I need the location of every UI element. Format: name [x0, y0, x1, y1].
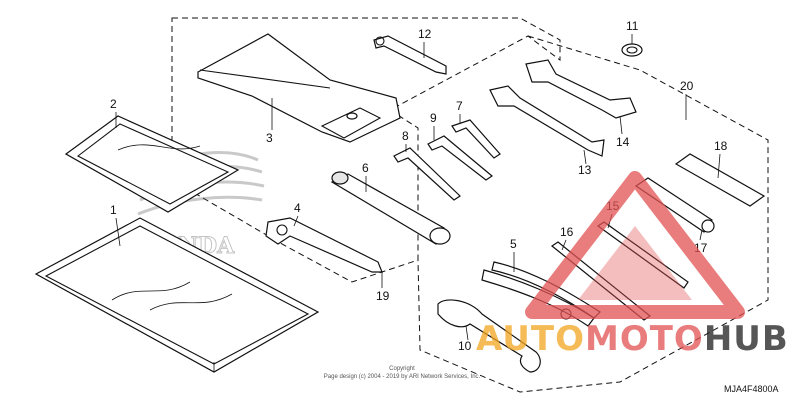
callout-3: 3 — [266, 131, 273, 145]
callout-19: 19 — [376, 289, 390, 303]
callout-12: 12 — [418, 27, 432, 41]
watermark-hub: HUB — [704, 319, 789, 359]
part-11-washer[interactable] — [621, 43, 643, 57]
callout-8: 8 — [402, 129, 409, 143]
part-3-tool-bag[interactable] — [197, 33, 401, 143]
assembly-boundary — [171, 17, 561, 283]
part-10-spanner[interactable] — [437, 299, 541, 373]
watermark-moto: MOTO — [585, 319, 704, 359]
part-7-hex-key[interactable] — [451, 119, 501, 159]
copyright-line-2: Page design (c) 2004 - 2019 by ARI Netwo… — [324, 374, 481, 380]
callout-1: 1 — [110, 203, 117, 217]
copyright-line-1: Copyright — [389, 366, 415, 372]
callout-10: 10 — [458, 339, 472, 353]
assembly-boundary-right — [417, 35, 769, 393]
part-13-wrench[interactable] — [489, 85, 605, 157]
callout-6: 6 — [362, 161, 369, 175]
part-12-wrench[interactable] — [373, 35, 447, 75]
part-14-wrench[interactable] — [525, 59, 637, 119]
callout-13: 13 — [578, 163, 592, 177]
part-8-hex-key[interactable] — [393, 147, 461, 201]
svg-text:AUTOMOTOHUB: AUTOMOTOHUB — [476, 319, 789, 359]
watermark-triangle-icon — [525, 171, 745, 319]
callout-9: 9 — [430, 111, 437, 125]
callout-4: 4 — [294, 201, 301, 215]
callout-20: 20 — [680, 79, 694, 93]
callout-5: 5 — [510, 237, 517, 251]
callout-2: 2 — [110, 97, 117, 111]
callout-18: 18 — [714, 139, 728, 153]
callout-14: 14 — [616, 135, 630, 149]
callout-11: 11 — [626, 19, 639, 33]
diagram-code: MJA4F4800A — [724, 384, 779, 394]
automotohub-watermark: AUTOMOTOHUB — [476, 171, 789, 359]
part-2-booklet[interactable] — [64, 115, 240, 213]
part-18-grip[interactable] — [674, 153, 766, 207]
part-4-pin-spanner[interactable] — [265, 217, 383, 273]
part-9-hex-key[interactable] — [427, 135, 494, 181]
callout-16: 16 — [560, 225, 574, 239]
part-1-owners-manual[interactable] — [34, 217, 320, 373]
part-6-plug-wrench[interactable] — [330, 171, 451, 245]
watermark-auto: AUTO — [476, 319, 585, 359]
callout-7: 7 — [456, 99, 463, 113]
